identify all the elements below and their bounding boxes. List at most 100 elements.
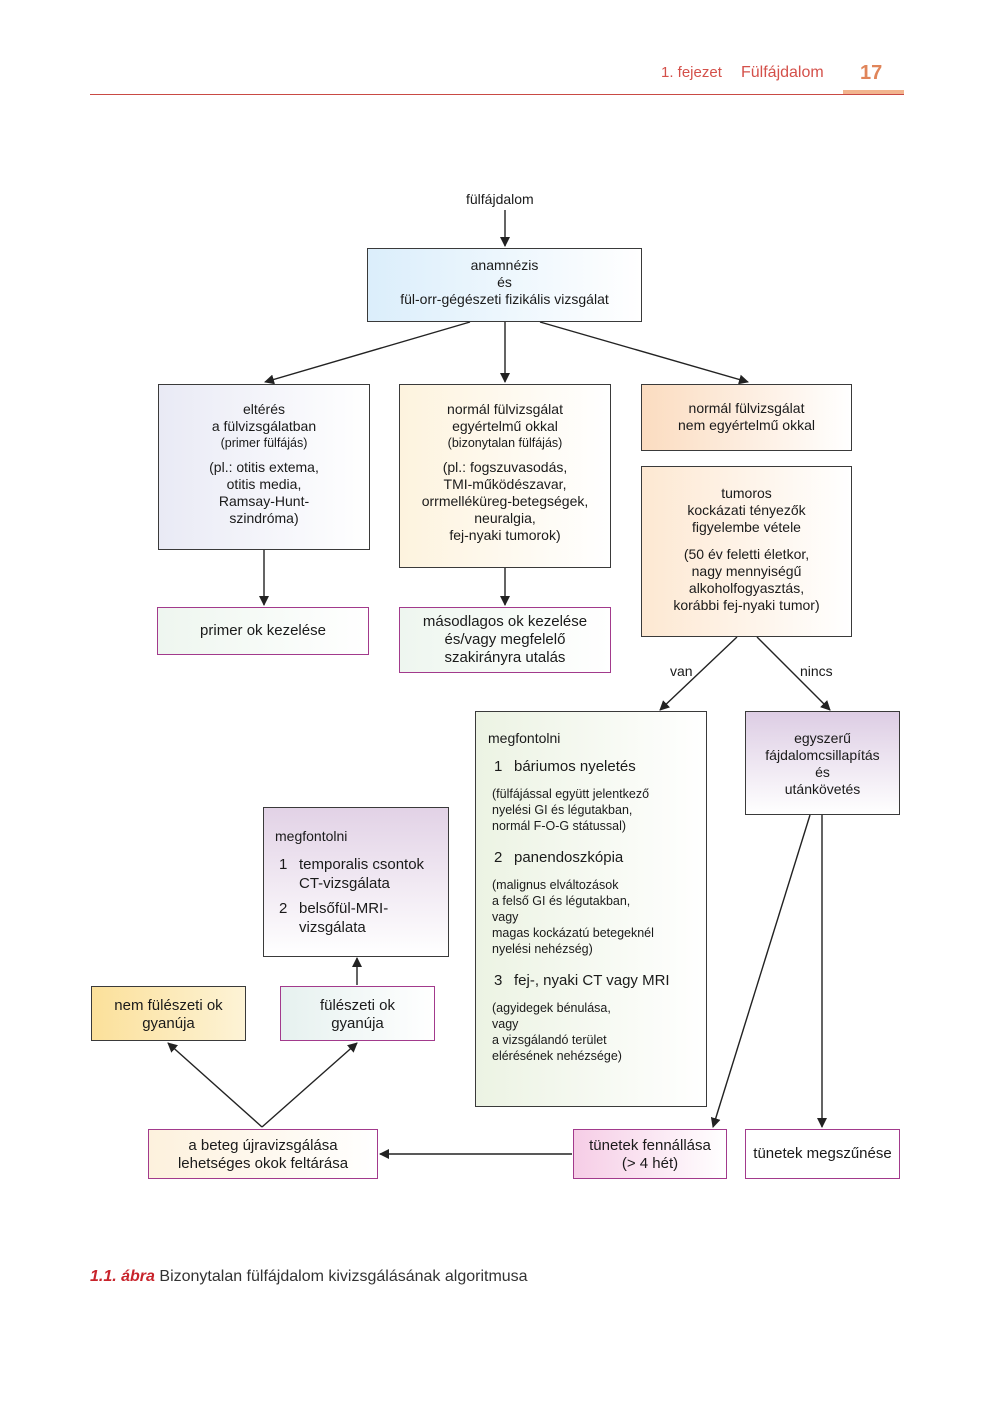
workup-item-1-note-3: normál F-O-G státussal) [492, 819, 627, 833]
workup-item-1-note-2: nyelési GI és légutakban, [492, 803, 633, 817]
anamnesis-box: anamnézis és fül-orr-gégészeti fizikális… [367, 248, 642, 322]
header-rule [90, 94, 904, 95]
arrow-reexam-to-nonotologic [167, 1042, 263, 1128]
arrow-simple-to-persist [710, 814, 811, 1128]
chapter-label: 1. fejezet [661, 64, 722, 81]
arrow-tumor-to-simple [756, 636, 831, 711]
workup-item-3-note-2: vagy [492, 1017, 519, 1031]
consider-workup-heading: megfontolni [488, 730, 561, 746]
page-number: 17 [860, 62, 883, 84]
tumor-risk-detail-3: alkoholfogyasztás, [688, 580, 805, 596]
arrow-tumor-to-consider [659, 636, 738, 711]
primary-treatment-box: primer ok kezelése [157, 607, 369, 655]
anamnesis-line-2: és [497, 274, 512, 290]
imaging-item-2-line-2: vizsgálata [299, 919, 366, 936]
reexam-line-1: a beteg újravizsgálása [188, 1137, 338, 1154]
non-otologic-line-2: gyanúja [142, 1015, 195, 1032]
consider-workup-box: megfontolni 1 báriumos nyeletés (fülfájá… [475, 711, 707, 1107]
workup-item-2-note-5: nyelési nehézség) [492, 942, 593, 956]
imaging-item-1-num: 1 [279, 856, 288, 873]
tumor-risk-detail-2: nagy mennyiségű [691, 563, 802, 579]
arrow-reexam-to-otologic [261, 1042, 358, 1128]
workup-item-2-text: panendoszkópia [514, 849, 624, 866]
simple-pain-relief-box: egyszerű fájdalomcsillapítás és utánköve… [745, 711, 900, 815]
abnormal-example-4: szindróma) [229, 510, 299, 526]
workup-item-3-note-3: a vizsgálandó terület [492, 1033, 607, 1047]
workup-item-2-note-4: magas kockázatú betegeknél [492, 926, 654, 940]
normal-clear-example-4: neuralgia, [474, 510, 536, 526]
tumor-risk-box: tumoros kockázati tényezők figyelembe vé… [641, 466, 852, 637]
non-otologic-box: nem fülészeti ok gyanúja [91, 986, 246, 1041]
abnormal-title-1: eltérés [242, 401, 286, 417]
normal-unclear-box: normál fülvizsgálat nem egyértelmű okkal [641, 384, 852, 451]
secondary-treatment-line-2: és/vagy megfelelő [444, 631, 566, 648]
tumor-risk-detail-1: (50 év feletti életkor, [683, 546, 810, 562]
workup-item-1-note-1: (fülfájással együtt jelentkező [492, 787, 650, 801]
imaging-item-1-line-1: temporalis csontok [299, 856, 425, 873]
no-label: nincs [800, 663, 833, 679]
header-accent-bar [843, 90, 904, 94]
workup-item-3-note-1: (agyidegek bénulása, [492, 1001, 611, 1015]
normal-clear-example-2: TMI-működészavar, [443, 476, 567, 492]
abnormal-title-2: a fülvizsgálatban [211, 418, 317, 434]
workup-item-3-note: (agyidegek bénulása, vagy a vizsgálandó … [488, 1000, 696, 1064]
chapter-title: Fülfájdalom [741, 64, 824, 81]
workup-item-2-note-1: (malignus elváltozások [492, 878, 619, 892]
anamnesis-line-3: fül-orr-gégészeti fizikális vizsgálat [400, 291, 609, 307]
workup-item-3: 3 fej-, nyaki CT vagy MRI [488, 971, 696, 990]
figure-label: 1.1. ábra [90, 1268, 155, 1285]
normal-clear-box: normál fülvizsgálat egyértelmű okkal (bi… [399, 384, 611, 568]
arrow-anamnesis-to-normal-unclear [539, 321, 749, 385]
workup-item-1-note: (fülfájással együtt jelentkező nyelési G… [488, 786, 696, 834]
tumor-risk-title-1: tumoros [721, 485, 772, 501]
tumor-risk-detail-4: korábbi fej-nyaki tumor) [673, 597, 820, 613]
abnormal-exam-box: eltérés a fülvizsgálatban (primer fülfáj… [158, 384, 370, 550]
anamnesis-line-1: anamnézis [470, 257, 539, 273]
workup-item-1-text: báriumos nyeletés [514, 758, 636, 775]
tumor-risk-title-3: figyelembe vétele [692, 519, 801, 535]
primary-treatment-text: primer ok kezelése [200, 622, 326, 639]
reexamination-box: a beteg újravizsgálása lehetséges okok f… [148, 1129, 378, 1179]
normal-clear-example-3: orrmelléküreg-betegségek, [421, 493, 589, 509]
start-label: fülfájdalom [466, 191, 534, 207]
figure-caption-text: Bizonytalan fülfájdalom kivizsgálásának … [159, 1268, 528, 1285]
workup-item-3-text: fej-, nyaki CT vagy MRI [514, 972, 670, 989]
imaging-item-2: 2 belsőfül-MRI- vizsgálata [275, 899, 440, 937]
arrow-anamnesis-to-abnormal [264, 321, 471, 385]
page-header: 1. fejezet Fülfájdalom 17 [0, 0, 1000, 100]
yes-label: van [670, 663, 693, 679]
imaging-item-1-line-2: CT-vizsgálata [299, 875, 390, 892]
normal-clear-title-1: normál fülvizsgálat [447, 401, 563, 417]
imaging-item-2-num: 2 [279, 900, 288, 917]
workup-item-1-num: 1 [494, 758, 503, 775]
tumor-risk-title-2: kockázati tényezők [687, 502, 806, 518]
imaging-item-2-line-1: belsőfül-MRI- [299, 900, 389, 917]
non-otologic-line-1: nem fülészeti ok [114, 997, 223, 1014]
workup-item-2-note-2: a felső GI és légutakban, [492, 894, 631, 908]
simple-pain-line-3: és [815, 764, 830, 780]
figure-caption: 1.1. ábra Bizonytalan fülfájdalom kivizs… [90, 1268, 528, 1286]
secondary-treatment-box: másodlagos ok kezelése és/vagy megfelelő… [399, 607, 611, 673]
simple-pain-line-2: fájdalomcsillapítás [765, 747, 880, 763]
workup-item-2-note-3: vagy [492, 910, 519, 924]
consider-imaging-box: megfontolni 1 temporalis csontok CT-vizs… [263, 807, 449, 957]
imaging-item-1: 1 temporalis csontok CT-vizsgálata [275, 855, 440, 893]
resolve-text: tünetek megszűnése [753, 1145, 892, 1162]
abnormal-example-1: (pl.: otitis extema, [209, 459, 319, 475]
reexam-line-2: lehetséges okok feltárása [177, 1155, 349, 1172]
normal-unclear-line-1: normál fülvizsgálat [688, 400, 805, 416]
otologic-box: fülészeti ok gyanúja [280, 986, 435, 1041]
secondary-treatment-line-3: szakirányra utalás [444, 649, 566, 666]
otologic-line-1: fülészeti ok [319, 997, 396, 1014]
symptoms-resolved-box: tünetek megszűnése [745, 1129, 900, 1179]
workup-item-2-note: (malignus elváltozások a felső GI és lég… [488, 877, 696, 957]
secondary-treatment-line-1: másodlagos ok kezelése [422, 613, 588, 630]
simple-pain-line-4: utánkövetés [784, 781, 861, 797]
abnormal-sub: (primer fülfájás) [220, 436, 308, 450]
normal-clear-title-2: egyértelmű okkal [452, 418, 558, 434]
normal-unclear-line-2: nem egyértelmű okkal [678, 417, 815, 433]
workup-item-1: 1 báriumos nyeletés [488, 757, 696, 776]
workup-item-3-num: 3 [494, 972, 503, 989]
otologic-line-2: gyanúja [331, 1015, 384, 1032]
